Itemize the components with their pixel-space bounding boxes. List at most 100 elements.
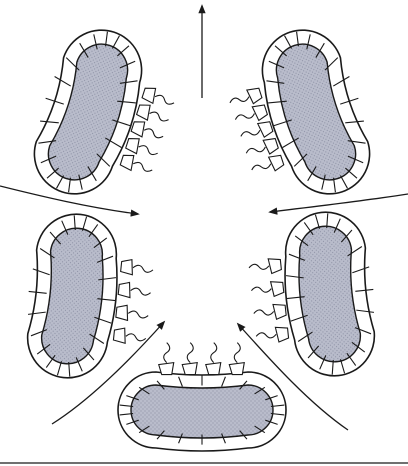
wall-cell-divider: [351, 341, 366, 353]
collar-cell: [245, 137, 279, 155]
collar-cell: [255, 326, 290, 343]
wall-cell-divider: [293, 153, 308, 167]
flagellum: [143, 128, 164, 139]
wall-cell-divider: [332, 177, 336, 193]
wall-cell-divider: [296, 31, 300, 47]
wall-cell-divider: [273, 119, 292, 127]
wall-cell-divider: [315, 42, 325, 58]
wall-cell-divider: [27, 311, 46, 315]
wall-cell-divider: [93, 237, 108, 249]
wall-cell-divider: [156, 380, 165, 390]
inflow-arrow-left-lower: [51, 320, 166, 425]
chamber-top-left: [33, 29, 175, 195]
wall-cell-divider: [61, 220, 69, 235]
wall-cell-divider: [307, 166, 317, 182]
flagellum: [132, 161, 153, 172]
flagellum: [210, 342, 218, 363]
wall-cell-divider: [340, 229, 353, 243]
collar-cell: [135, 104, 169, 122]
wall-cell-divider: [96, 153, 111, 167]
wall-cell-divider: [32, 268, 50, 276]
chamber-mid-right: [248, 211, 376, 377]
wall-cell-divider: [282, 137, 300, 148]
wall-cell-divider: [265, 395, 278, 401]
flagellum: [127, 310, 149, 319]
collar-cell: [115, 304, 149, 322]
flagellum: [186, 342, 194, 363]
collar-cell: [117, 281, 151, 299]
wall-cell-divider: [138, 386, 150, 395]
wall-cell-divider: [28, 290, 47, 294]
wall-cell-divider: [40, 120, 59, 124]
wall-cell-divider: [340, 97, 359, 105]
flagellum: [138, 145, 158, 156]
wall-cell-divider: [268, 60, 285, 69]
wall-cell-divider: [270, 404, 285, 408]
wall-cell-divider: [178, 376, 183, 387]
flagellum: [240, 129, 261, 137]
wall-cell-divider: [221, 433, 226, 444]
chamber-cavity: [298, 225, 362, 363]
flagellum: [234, 113, 255, 120]
wall-cell-divider: [156, 430, 165, 440]
wall-cell-divider: [75, 357, 83, 372]
wall-cell-divider: [111, 35, 120, 49]
flagellum: [229, 96, 250, 104]
chamber-cavity: [40, 227, 104, 365]
wall-cell-divider: [119, 412, 134, 416]
wall-cell-divider: [274, 45, 288, 57]
flagellum: [154, 94, 175, 105]
wall-cell-divider: [73, 215, 76, 231]
wall-cell-divider: [270, 412, 285, 416]
wall-cell-divider: [65, 57, 80, 71]
flagellum: [245, 146, 266, 154]
flagellum: [255, 332, 277, 339]
chamber-cavity: [275, 43, 357, 181]
wall-cell-divider: [88, 224, 99, 238]
wall-cell-divider: [93, 34, 98, 50]
wall-cell-divider: [79, 42, 89, 58]
flagellum: [132, 264, 154, 273]
wall-cell-divider: [285, 275, 304, 279]
wall-cell-divider: [56, 175, 65, 189]
collar-cell: [125, 137, 158, 156]
collar-cell: [253, 303, 287, 320]
collar-cell: [228, 342, 245, 376]
wall-cell-divider: [138, 425, 150, 434]
chamber-mid-left: [26, 213, 154, 379]
flagellum: [251, 163, 272, 171]
wall-cell-divider: [46, 167, 60, 179]
wall-cell-divider: [81, 216, 88, 231]
chamber-top-right: [229, 29, 371, 195]
wall-cell-divider: [254, 425, 266, 434]
wall-cell-divider: [45, 97, 64, 105]
wall-cell-divider: [356, 309, 375, 313]
collar-cell: [251, 154, 285, 172]
wall-cell-divider: [38, 140, 57, 144]
wall-cell-divider: [268, 100, 287, 104]
flagellum: [125, 333, 147, 342]
wall-cell-divider: [333, 218, 341, 233]
wall-cell-divider: [97, 298, 116, 302]
wall-cell-divider: [239, 430, 248, 440]
wall-cell-divider: [332, 76, 350, 87]
collar-cell: [158, 342, 175, 376]
wall-cell-divider: [347, 155, 364, 164]
collar-cell: [205, 342, 222, 376]
flagellum: [248, 263, 270, 270]
wall-cell-divider: [307, 345, 320, 359]
wall-cell-divider: [104, 137, 122, 148]
wall-cell-divider: [112, 119, 131, 127]
wall-cell-divider: [89, 333, 105, 344]
collar-cell: [234, 104, 269, 122]
collar-cell: [120, 258, 154, 276]
wall-cell-divider: [288, 253, 306, 261]
flagellum: [149, 111, 169, 122]
wall-cell-divider: [331, 359, 334, 375]
wall-cell-divider: [352, 266, 370, 274]
chamber-bottom: [117, 342, 287, 452]
wall-cell-divider: [297, 331, 313, 342]
wall-cell-divider: [94, 316, 112, 324]
wall-cell-divider: [40, 155, 57, 164]
